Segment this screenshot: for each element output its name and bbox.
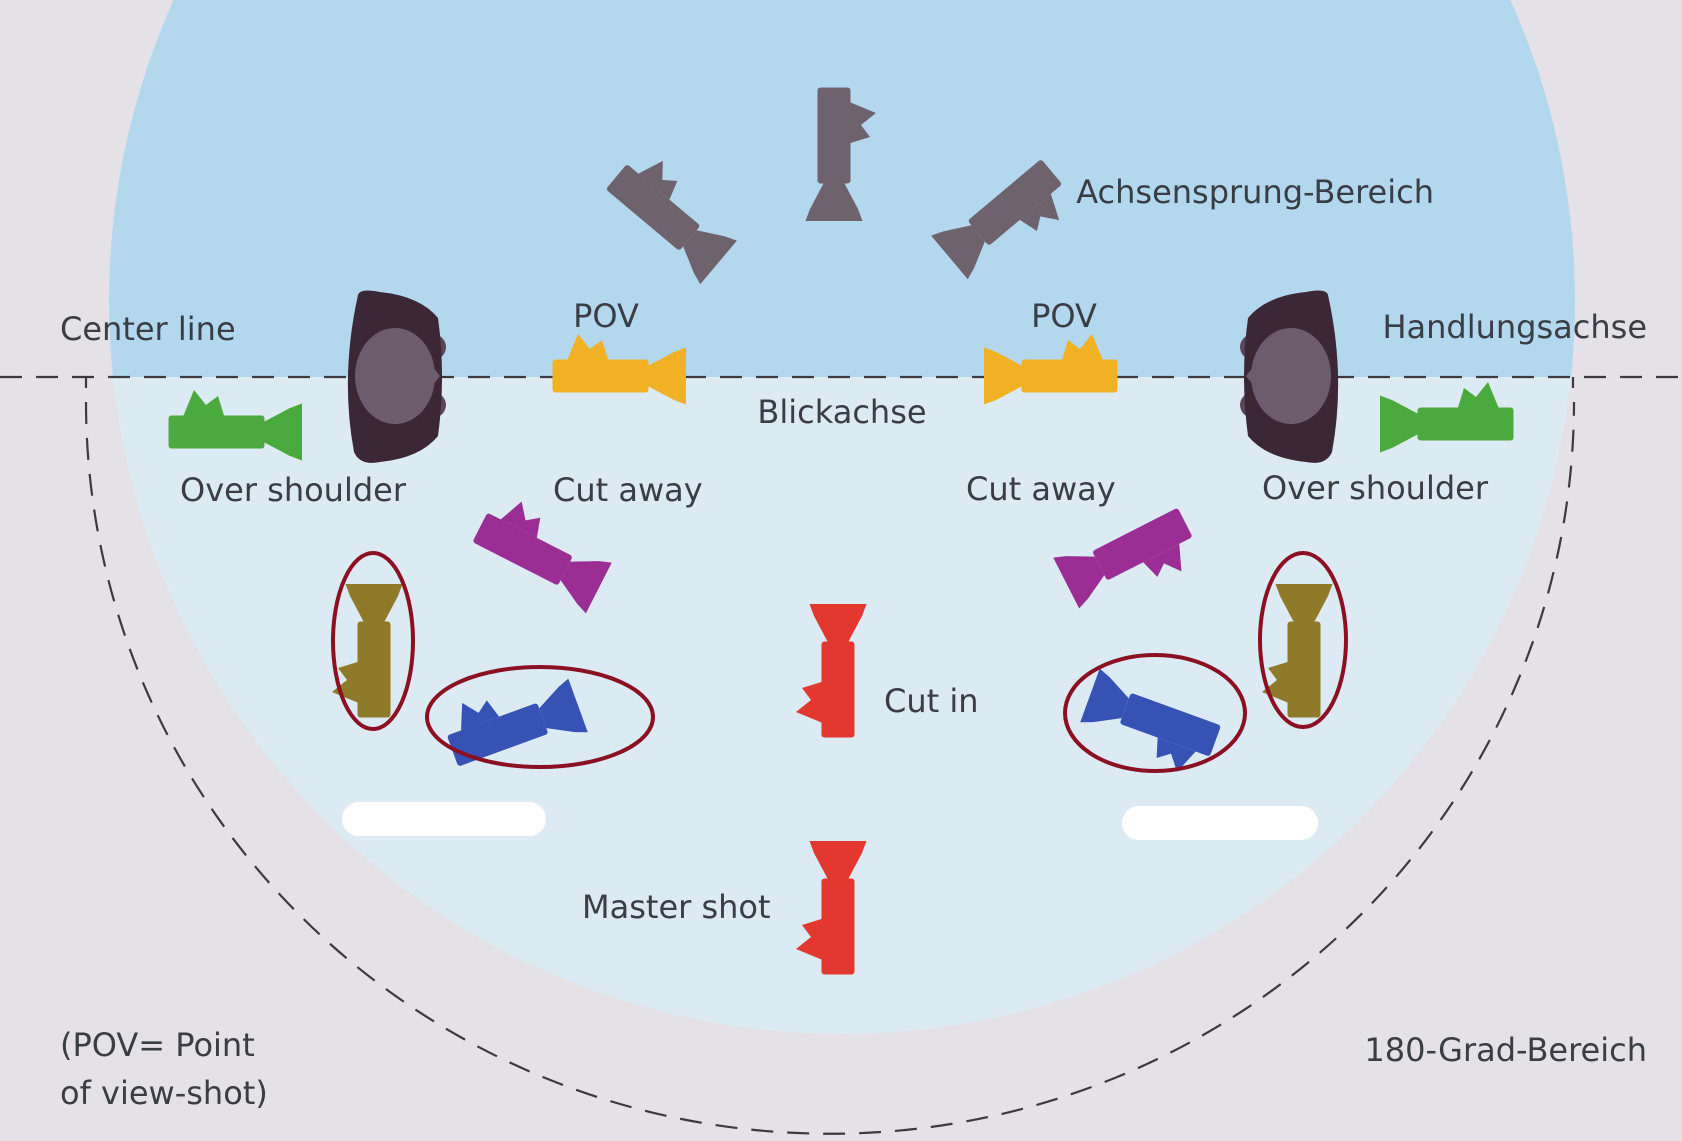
label-pov-note-line1: (POV= Point bbox=[60, 1026, 255, 1064]
label-cut-away-left: Cut away bbox=[553, 471, 703, 509]
highlight-blue-right bbox=[1063, 653, 1247, 773]
redaction-bar-right bbox=[1122, 806, 1318, 840]
label-cut-away-right: Cut away bbox=[966, 470, 1116, 508]
highlight-olive-left bbox=[331, 551, 415, 731]
redaction-bar-left bbox=[342, 802, 546, 836]
label-handlungsachse: Handlungsachse bbox=[1382, 308, 1647, 346]
person-right bbox=[1240, 290, 1339, 463]
label-master-shot: Master shot bbox=[582, 888, 771, 926]
highlight-olive-right bbox=[1258, 551, 1348, 729]
highlight-blue-left bbox=[425, 665, 655, 769]
label-180-grad-bereich: 180-Grad-Bereich bbox=[1364, 1031, 1647, 1069]
label-blickachse: Blickachse bbox=[757, 393, 926, 431]
180-degree-boundary bbox=[84, 401, 1576, 1136]
label-over-shoulder-left: Over shoulder bbox=[180, 471, 407, 509]
person-top-view-icon bbox=[1240, 290, 1339, 463]
label-achsensprung-bereich: Achsensprung-Bereich bbox=[1076, 173, 1434, 211]
label-cut-in: Cut in bbox=[884, 682, 979, 720]
label-over-shoulder-right: Over shoulder bbox=[1262, 469, 1489, 507]
person-left bbox=[347, 290, 446, 463]
person-top-view-icon bbox=[347, 290, 446, 463]
label-center-line: Center line bbox=[60, 310, 236, 348]
label-pov-right: POV bbox=[1031, 297, 1097, 335]
label-pov-note-line2: of view-shot) bbox=[60, 1074, 268, 1112]
label-pov-left: POV bbox=[573, 297, 639, 335]
